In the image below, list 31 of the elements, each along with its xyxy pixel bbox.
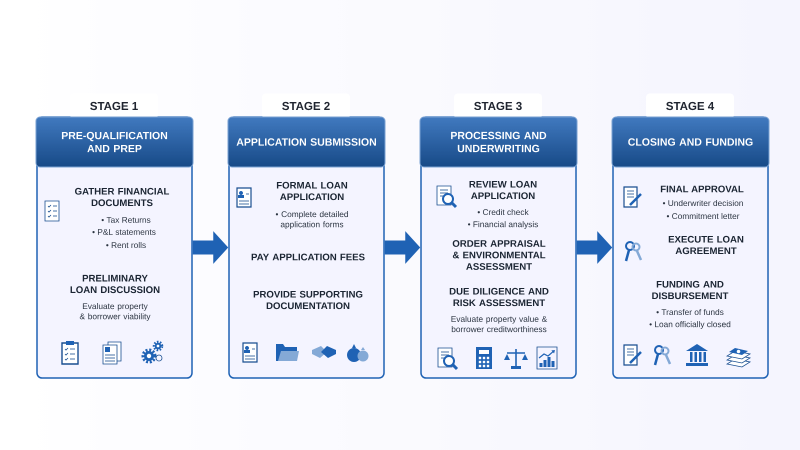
step-detail: • Rent rolls — [106, 242, 146, 248]
step-detail: • Underwriter decision — [662, 200, 743, 206]
step-heading: FINAL APPROVAL — [660, 186, 744, 192]
step-detail: • Commitment letter — [666, 212, 740, 220]
step-detail: • Credit check — [478, 208, 529, 216]
stage-label: STAGE 1 — [70, 94, 158, 118]
stage-label: STAGE 3 — [454, 94, 542, 118]
step-detail: • Financial analysis — [468, 221, 538, 229]
step-detail: • Transfer of funds — [656, 308, 724, 316]
step-detail: Evaluate property & borrower viability — [80, 303, 150, 321]
step-detail: • P&L statements — [92, 229, 156, 235]
step-detail: Evaluate property value & borrower creditworthiness — [451, 316, 548, 332]
stage-label: STAGE 4 — [646, 94, 734, 118]
step-heading: PAY APPLICATION FEES — [252, 254, 365, 260]
step-detail: • Loan officially closed — [650, 321, 730, 329]
step-heading: REVIEW LOAN APPLICATION — [470, 180, 536, 200]
step-heading: ORDER APPRAISAL & ENVIRONMENTAL ASSESSMENT — [452, 240, 546, 270]
step-heading: GATHER FINANCIAL DOCUMENTS — [75, 188, 170, 206]
step-heading: PRELIMINARY LOAN DISCUSSION — [70, 274, 160, 294]
stage-title: CLOSING AND FUNDING — [612, 116, 770, 168]
step-heading: FUNDING AND DISBURSEMENT — [652, 280, 728, 300]
stage-title: PROCESSING AND UNDERWRITING — [420, 116, 578, 168]
step-detail: • Complete detailed application forms — [276, 211, 348, 229]
stage-title: PRE-QUALIFICATION AND PREP — [36, 116, 194, 168]
step-heading: PROVIDE SUPPORTING DOCUMENTATION — [254, 290, 362, 310]
stage-label: STAGE 2 — [262, 94, 350, 118]
step-heading: DUE DILIGENCE AND RISK ASSESSMENT — [450, 288, 548, 306]
stage-title: APPLICATION SUBMISSION — [228, 116, 386, 168]
step-detail: • Tax Returns — [102, 217, 150, 223]
step-heading: EXECUTE LOAN AGREEMENT — [668, 236, 744, 254]
step-heading: FORMAL LOAN APPLICATION — [276, 182, 348, 200]
